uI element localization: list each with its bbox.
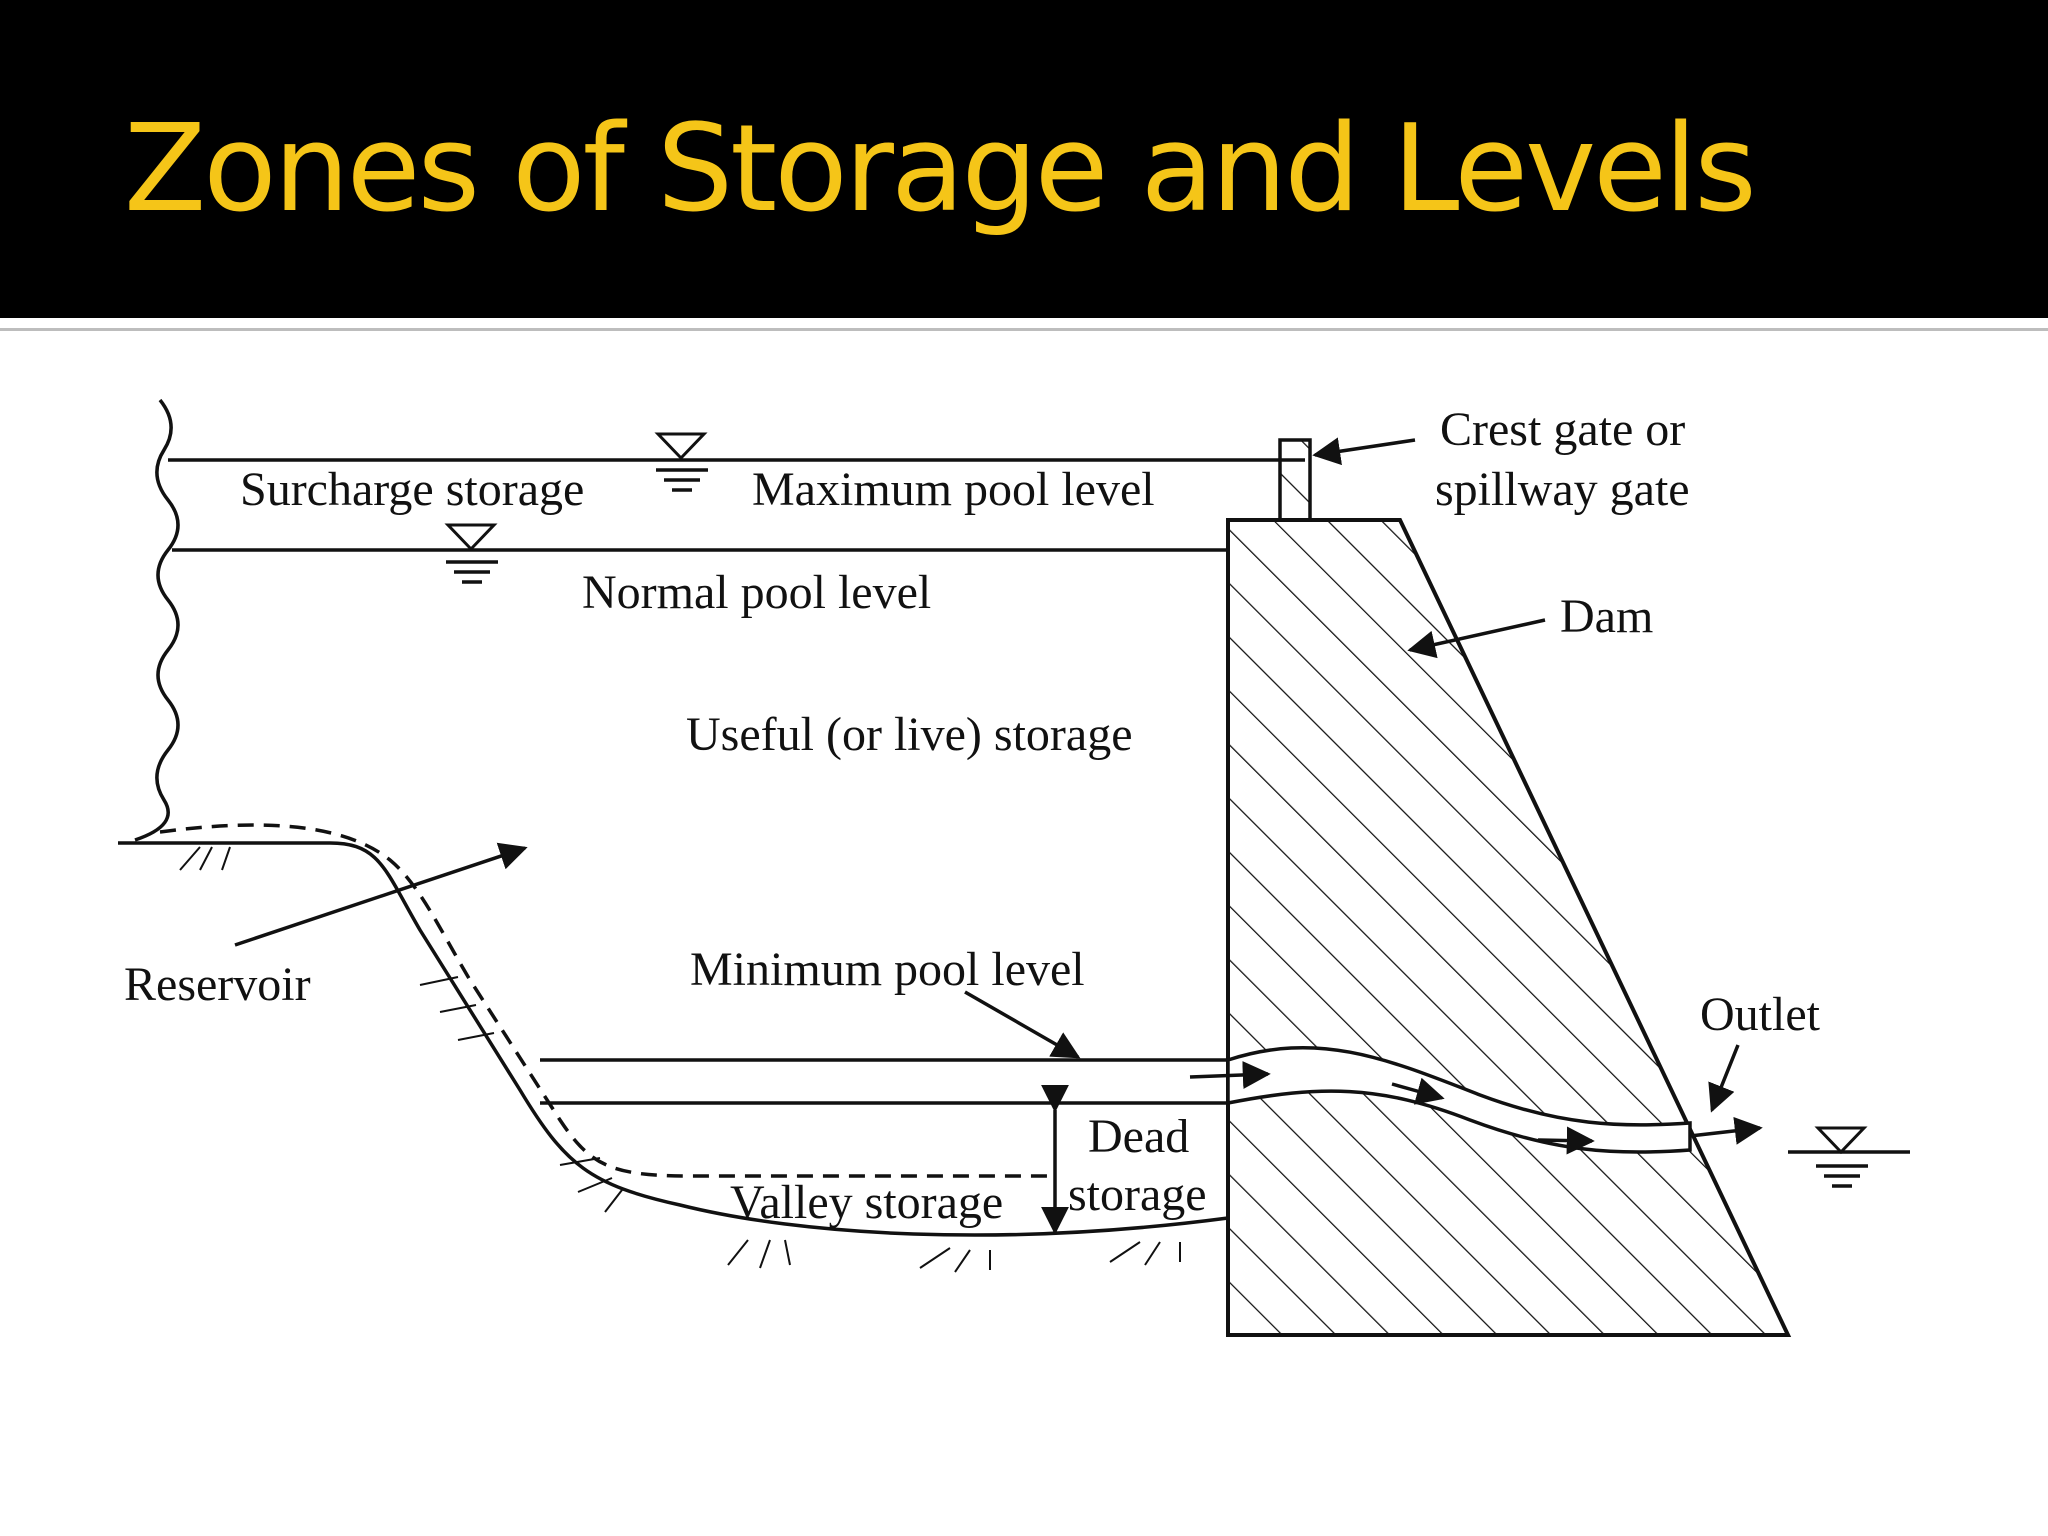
dead-storage-label-line2: storage	[1068, 1168, 1207, 1221]
ground-hatching	[179, 846, 1181, 1273]
water-level-symbol-icon	[654, 432, 708, 492]
ground-profile	[118, 841, 1229, 1237]
original-valley-dashed	[159, 823, 1055, 1178]
outlet-conduit	[1226, 1045, 1692, 1154]
minimum-pool-level-label: Minimum pool level	[690, 943, 1085, 996]
slide-header	[0, 0, 2048, 318]
crest-gate-label-line1: Crest gate or	[1440, 403, 1685, 456]
valley-storage-label: Valley storage	[730, 1176, 1003, 1229]
outlet-label: Outlet	[1700, 988, 1821, 1041]
arrow-icon	[234, 437, 1740, 1113]
header-rule	[0, 328, 2048, 331]
crest-gate	[1278, 438, 1312, 522]
water-level-symbol-icon	[444, 523, 498, 584]
normal-pool-level-label: Normal pool level	[582, 566, 931, 619]
dam-label: Dam	[1560, 590, 1653, 643]
reservoir-label: Reservoir	[124, 958, 311, 1011]
surcharge-storage-label: Surcharge storage	[240, 463, 584, 516]
flow-arrow-icon	[1189, 1060, 1763, 1155]
dead-storage-label-line1: Dead	[1088, 1110, 1189, 1163]
useful-storage-label: Useful (or live) storage	[686, 708, 1133, 761]
reservoir-left-boundary	[134, 398, 180, 842]
crest-gate-label-line2: spillway gate	[1435, 463, 1690, 516]
water-level-symbol-icon	[1814, 1126, 1868, 1188]
dam-body	[1226, 518, 1792, 1337]
maximum-pool-level-label: Maximum pool level	[752, 463, 1155, 516]
slide-title: Zones of Storage and Levels	[124, 100, 1757, 239]
